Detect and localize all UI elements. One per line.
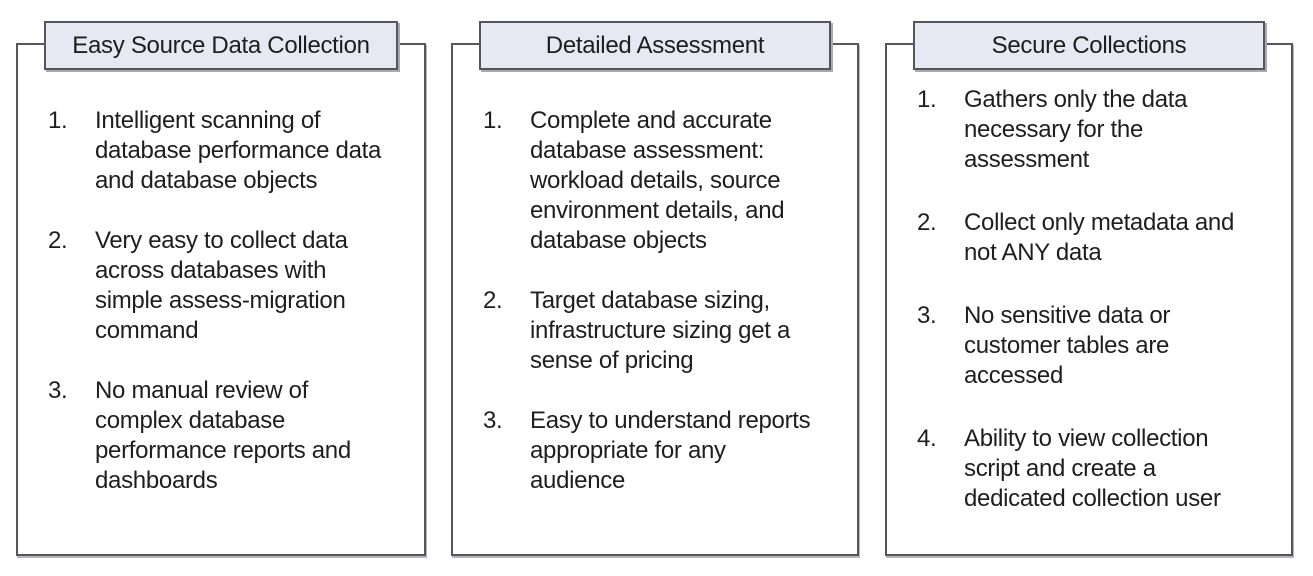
panel-title: Detailed Assessment <box>545 31 765 59</box>
feature-panel-detailed-assessment: Detailed Assessment 1. Complete and accu… <box>451 21 859 556</box>
panel-title-box: Secure Collections <box>913 21 1265 70</box>
list-item: 1. Intelligent scanning of database perf… <box>48 106 408 196</box>
feature-list: 1. Gathers only the data necessary for t… <box>887 45 1291 514</box>
list-item-text: Collect only metadata and not ANY data <box>964 209 1235 266</box>
list-item-number: 1. <box>48 107 68 134</box>
list-item-text: Target database sizing, infrastructure s… <box>530 287 791 374</box>
list-item: 2. Target database sizing, infrastructur… <box>483 286 841 376</box>
panel-title-box: Easy Source Data Collection <box>44 21 398 70</box>
list-item: 3. No manual review of complex database … <box>48 376 408 496</box>
list-item-text: Intelligent scanning of database perform… <box>95 107 382 194</box>
list-item: 4. Ability to view collection script and… <box>917 424 1275 514</box>
list-item-text: Ability to view collection script and cr… <box>964 425 1221 512</box>
list-item-number: 3. <box>917 302 937 329</box>
panel-title-box: Detailed Assessment <box>479 21 831 70</box>
feature-panel-secure-collections: Secure Collections 1. Gathers only the d… <box>885 21 1293 556</box>
list-item-text: Easy to understand reports appropriate f… <box>530 407 811 494</box>
panel-title: Easy Source Data Collection <box>72 31 370 59</box>
list-item-number: 1. <box>917 86 937 113</box>
list-item-number: 2. <box>917 209 937 236</box>
list-item: 3. Easy to understand reports appropriat… <box>483 406 841 496</box>
list-item: 1. Complete and accurate database assess… <box>483 106 841 256</box>
list-item-text: No manual review of complex database per… <box>95 377 351 494</box>
list-item-number: 4. <box>917 425 937 452</box>
list-item-text: Complete and accurate database assessmen… <box>530 107 785 254</box>
feature-panel-easy-source-data-collection: Easy Source Data Collection 1. Intellige… <box>16 21 426 556</box>
list-item: 2. Very easy to collect data across data… <box>48 226 408 346</box>
list-item: 1. Gathers only the data necessary for t… <box>917 85 1275 175</box>
list-item-number: 3. <box>48 377 68 404</box>
list-item-text: No sensitive data or customer tables are… <box>964 302 1171 389</box>
list-item-text: Gathers only the data necessary for the … <box>964 86 1188 173</box>
list-item: 3. No sensitive data or customer tables … <box>917 301 1275 391</box>
list-item-number: 3. <box>483 407 503 434</box>
list-item-number: 1. <box>483 107 503 134</box>
feature-list: 1. Complete and accurate database assess… <box>453 45 857 496</box>
feature-list: 1. Intelligent scanning of database perf… <box>18 45 424 496</box>
list-item-text: Very easy to collect data across databas… <box>95 227 348 344</box>
list-item-number: 2. <box>483 287 503 314</box>
list-item-number: 2. <box>48 227 68 254</box>
list-item: 2. Collect only metadata and not ANY dat… <box>917 208 1275 268</box>
panel-title: Secure Collections <box>991 31 1187 59</box>
